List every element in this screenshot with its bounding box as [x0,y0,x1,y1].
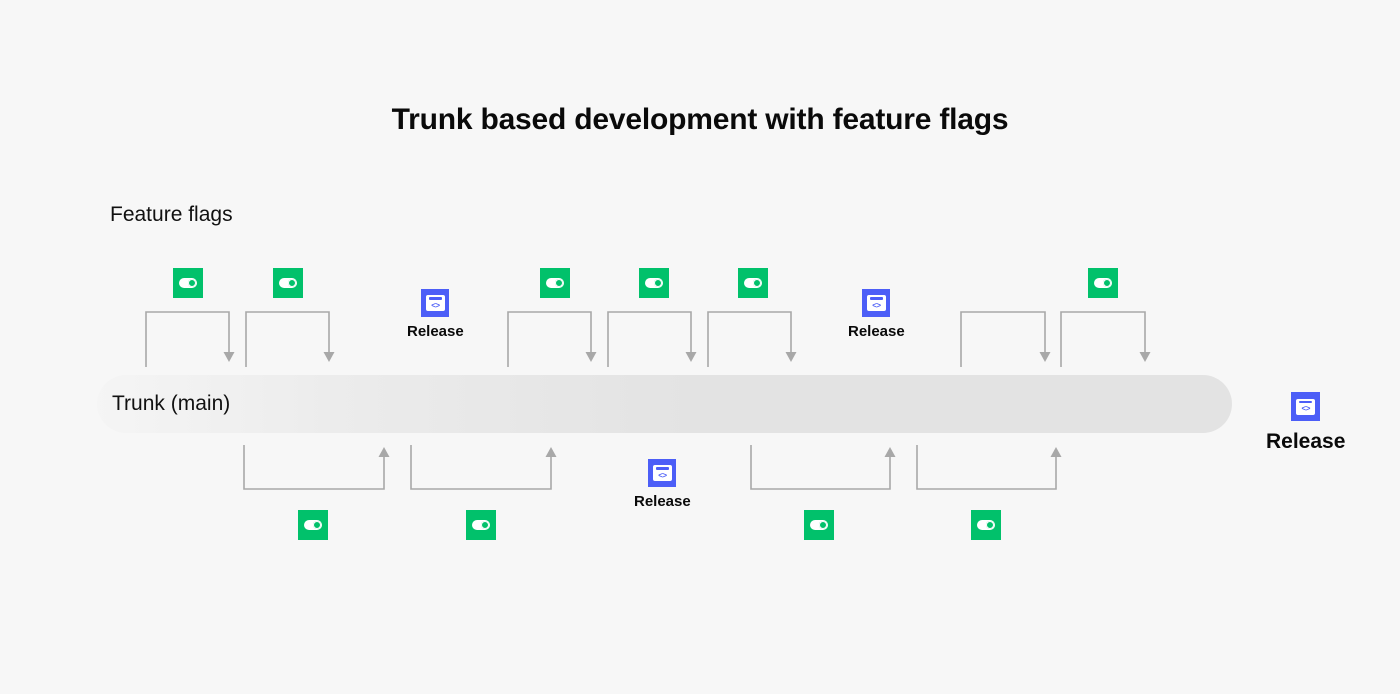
release-marker: <> Release [407,289,464,340]
top-branch [707,311,799,369]
feature-flag-icon [804,510,834,540]
toggle-knob [279,278,297,288]
top-branch [960,311,1053,369]
window-titlebar [655,467,669,470]
feature-flag-icon [540,268,570,298]
release-label: Release [1266,430,1346,453]
trunk-bar [97,375,1232,433]
toggle-knob [179,278,197,288]
code-window-shape: <> [866,295,886,311]
release-label: Release [634,493,691,510]
feature-flag-icon [971,510,1001,540]
release-label: Release [848,323,905,340]
release-icon: <> [862,289,891,317]
toggle-knob [546,278,564,288]
feature-flag-icon [298,510,328,540]
release-marker: <> Release [634,459,691,510]
bottom-branch [410,444,559,497]
toggle-knob [810,520,828,530]
toggle-knob [744,278,762,288]
toggle-knob [304,520,322,530]
code-brackets-glyph: <> [431,300,440,310]
feature-flag-icon [466,510,496,540]
toggle-knob [645,278,663,288]
code-brackets-glyph: <> [658,470,667,480]
top-branch [145,311,237,369]
top-branch [245,311,337,369]
bottom-branch [243,444,392,497]
release-label: Release [407,323,464,340]
code-window-shape: <> [1296,398,1316,415]
window-titlebar [428,297,442,300]
release-icon: <> [1291,392,1321,421]
top-branch [607,311,699,369]
code-window-shape: <> [652,465,672,481]
window-titlebar [1299,400,1313,403]
toggle-knob [472,520,490,530]
feature-flags-label: Feature flags [110,203,233,226]
release-icon: <> [648,459,677,487]
release-marker: <> Release [1266,392,1345,454]
top-branch [507,311,599,369]
feature-flag-icon [273,268,303,298]
toggle-knob [977,520,995,530]
window-titlebar [869,297,883,300]
trunk-label: Trunk (main) [112,392,231,415]
feature-flag-icon [738,268,768,298]
feature-flag-icon [639,268,669,298]
page-title: Trunk based development with feature fla… [391,103,1009,136]
code-window-shape: <> [425,295,445,311]
release-icon: <> [421,289,450,317]
code-brackets-glyph: <> [872,300,881,310]
feature-flag-icon [173,268,203,298]
code-brackets-glyph: <> [1301,404,1311,413]
bottom-branch [750,444,898,497]
top-branch [1060,311,1153,369]
bottom-branch [916,444,1064,497]
feature-flag-icon [1088,268,1118,298]
toggle-knob [1094,278,1112,288]
release-marker: <> Release [848,289,905,340]
